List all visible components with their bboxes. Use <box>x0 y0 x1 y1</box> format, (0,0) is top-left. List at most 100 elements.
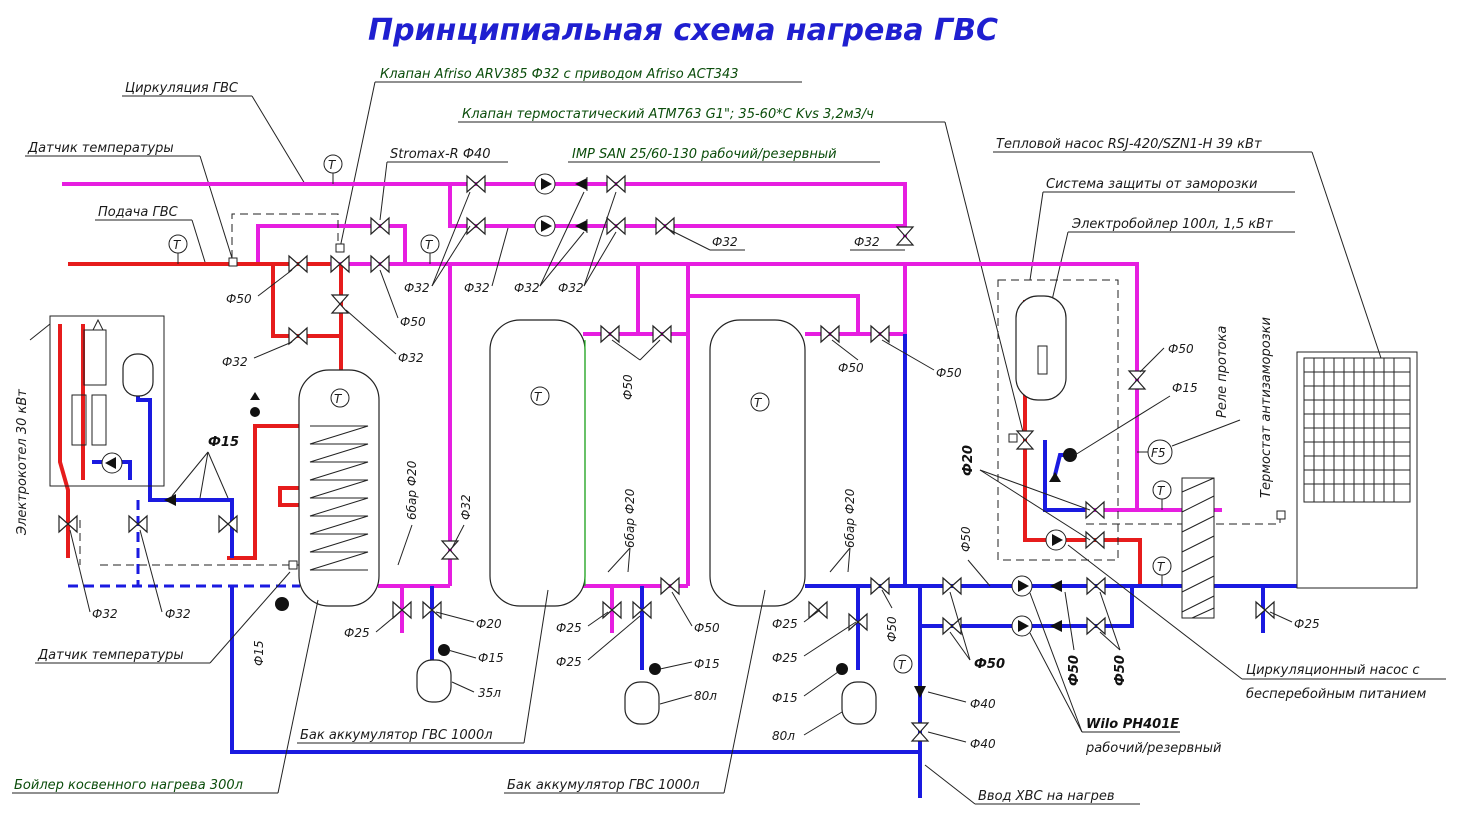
pumps <box>101 173 1067 637</box>
svg-text:Ф50: Ф50 <box>1113 655 1128 686</box>
tank2-label-bottom: Бак аккумулятор ГВС 1000л <box>507 778 700 793</box>
heat-pump-label: Тепловой насос RSJ-420/SZN1-H 39 кВт <box>996 137 1262 152</box>
shutoff-valve-icon <box>330 254 350 274</box>
afriso-valve-label: Клапан Afriso ARV385 Ф32 с приводом Afri… <box>380 67 739 82</box>
flow-relay-f5: F5 <box>1151 446 1166 460</box>
svg-text:Ф32: Ф32 <box>222 355 248 369</box>
shutoff-valve-icon <box>606 216 626 236</box>
accumulator-tank-2: T <box>709 319 806 607</box>
shutoff-valve-icon <box>288 254 308 274</box>
svg-text:6бар Ф20: 6бар Ф20 <box>843 488 857 548</box>
svg-text:Ф50: Ф50 <box>694 621 720 635</box>
electroboiler-label: Электробойлер 100л, 1,5 кВт <box>1071 217 1273 232</box>
temp-probe-2: T <box>173 238 182 252</box>
wilo-pump-sublabel: рабочий/резервный <box>1085 741 1221 756</box>
svg-text:Ф15: Ф15 <box>772 691 798 705</box>
temp-probe-4: T <box>1157 484 1166 498</box>
svg-text:80л: 80л <box>772 729 795 743</box>
svg-text:Ф50: Ф50 <box>621 374 635 400</box>
svg-text:Ф25: Ф25 <box>1294 617 1320 631</box>
shutoff-valve-icon <box>652 324 672 344</box>
svg-text:Ф32: Ф32 <box>558 281 584 295</box>
boiler-temp-sensor: T <box>334 392 343 406</box>
shutoff-valve-icon <box>1086 616 1106 636</box>
wilo-pump-label: Wilo PH401E <box>1086 717 1179 732</box>
svg-text:Ф32: Ф32 <box>712 235 738 249</box>
flow-relay-label: Реле протока <box>1215 326 1230 418</box>
cold-inlet-label: Ввод ХВС на нагрев <box>978 789 1115 804</box>
shutoff-valve-icon <box>58 514 78 534</box>
svg-text:Ф15: Ф15 <box>1172 381 1198 395</box>
shutoff-valve-icon <box>1085 500 1105 520</box>
check-valves <box>164 177 1062 698</box>
shutoff-valve-icon <box>632 600 652 620</box>
svg-text:Ф32: Ф32 <box>398 351 424 365</box>
svg-text:Ф50: Ф50 <box>959 526 973 552</box>
shutoff-valve-icon <box>942 576 962 596</box>
svg-text:Ф40: Ф40 <box>970 737 996 751</box>
svg-text:6бар Ф20: 6бар Ф20 <box>405 460 419 520</box>
shutoff-valve-icon <box>1015 430 1035 450</box>
svg-text:Ф50: Ф50 <box>1067 655 1082 686</box>
hot-water-pipes <box>62 182 1222 633</box>
shutoff-valve-icon <box>660 576 680 596</box>
svg-text:Ф40: Ф40 <box>970 697 996 711</box>
shutoff-valve-icon <box>466 216 486 236</box>
shutoff-valve-icon <box>1255 600 1275 620</box>
air-vents <box>250 407 1077 675</box>
shutoff-valve-icon <box>942 616 962 636</box>
svg-text:Ф15: Ф15 <box>478 651 504 665</box>
svg-text:Ф20: Ф20 <box>961 445 976 476</box>
svg-text:Ф50: Ф50 <box>226 292 252 306</box>
svg-text:Ф50: Ф50 <box>400 315 426 329</box>
shutoff-valve-icon <box>422 600 442 620</box>
shutoff-valve-icon <box>848 612 868 632</box>
svg-text:Ф15: Ф15 <box>208 435 239 450</box>
svg-text:Ф25: Ф25 <box>344 626 370 640</box>
shutoff-valve-icon <box>870 324 890 344</box>
expansion-vessels <box>416 659 877 725</box>
temp-probe-6: T <box>898 658 907 672</box>
svg-text:Ф32: Ф32 <box>404 281 430 295</box>
thermometers <box>168 154 1172 674</box>
shutoff-valve-icon <box>218 514 238 534</box>
shutoff-valve-icon <box>370 254 390 274</box>
wall <box>1181 477 1215 619</box>
circ-pump-ups-label-1: Циркуляционный насос с <box>1246 663 1420 678</box>
svg-text:Ф32: Ф32 <box>92 607 118 621</box>
antifreeze-thermostat-label: Термостат антизаморозки <box>1259 317 1274 498</box>
svg-text:Ф20: Ф20 <box>476 617 502 631</box>
heat-pump-unit <box>1296 351 1418 589</box>
shutoff-valve-icon <box>1086 576 1106 596</box>
svg-text:Ф50: Ф50 <box>885 616 899 642</box>
svg-text:Ф50: Ф50 <box>838 361 864 375</box>
svg-text:Ф50: Ф50 <box>1168 342 1194 356</box>
stromax-label: Stromax-R Ф40 <box>390 147 491 162</box>
shutoff-valve-icon <box>128 514 148 534</box>
svg-text:Ф32: Ф32 <box>854 235 880 249</box>
circulation-label: Циркуляция ГВС <box>125 81 239 96</box>
svg-text:Ф25: Ф25 <box>772 617 798 631</box>
shutoff-valve-icon <box>466 174 486 194</box>
shutoff-valve-icon <box>1085 530 1105 550</box>
shutoff-valve-icon <box>606 174 626 194</box>
diagram-title: Принципиальная схема нагрева ГВС <box>368 13 998 48</box>
indirect-boiler-label: Бойлер косвенного нагрева 300л <box>14 778 243 793</box>
supply-label: Подача ГВС <box>98 205 179 220</box>
tank2-temp-sensor: T <box>754 396 763 410</box>
svg-text:Ф25: Ф25 <box>772 651 798 665</box>
svg-text:Ф15: Ф15 <box>694 657 720 671</box>
electroboiler <box>1015 295 1067 401</box>
svg-text:35л: 35л <box>478 686 501 700</box>
svg-text:Ф25: Ф25 <box>556 621 582 635</box>
shutoff-valve-icon <box>370 216 390 236</box>
svg-text:Ф15: Ф15 <box>252 640 266 666</box>
shutoff-valve-icon <box>288 326 308 346</box>
svg-text:Ф32: Ф32 <box>464 281 490 295</box>
shutoff-valve-icon <box>330 294 350 314</box>
electric-boiler-label: Электрокотел 30 кВт <box>15 389 30 536</box>
shutoff-valve-icon <box>1127 370 1147 390</box>
shutoff-valve-icon <box>870 576 890 596</box>
shutoff-valve-icon <box>808 600 828 620</box>
